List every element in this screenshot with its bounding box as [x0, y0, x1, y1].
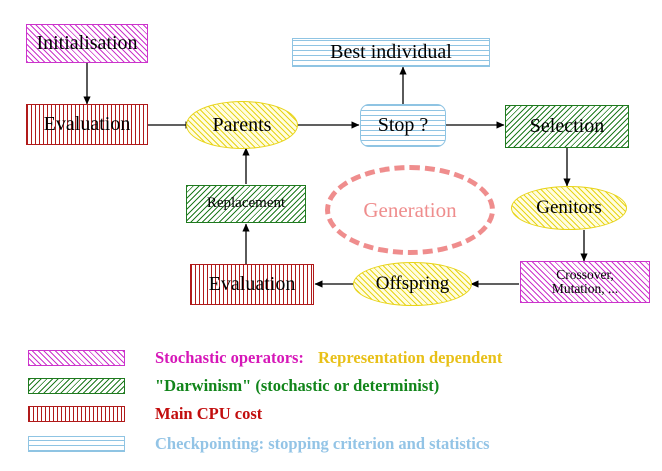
legend-label-representation-dependent: Representation dependent — [317, 348, 503, 367]
node-crossover-label-line2: Mutation, ... — [551, 281, 619, 296]
node-offspring-label: Offspring — [375, 273, 450, 295]
node-crossover-mutation[interactable]: Crossover, Mutation, ... — [520, 261, 650, 303]
node-evaluation-bottom[interactable]: Evaluation — [190, 264, 314, 305]
legend-label-checkpointing: Checkpointing: stopping criterion and st… — [155, 434, 490, 453]
legend-label-darwinism: "Darwinism" (stochastic or determinist) — [155, 376, 440, 395]
node-evaluation-top-label: Evaluation — [43, 113, 131, 135]
node-stop[interactable]: Stop ? — [360, 104, 446, 147]
legend-label-main-cpu-cost: Main CPU cost — [155, 404, 263, 423]
node-parents-label: Parents — [212, 113, 272, 136]
legend-row-stochastic-operators: Stochastic operators: Representation dep… — [28, 348, 502, 368]
node-evaluation-bottom-label: Evaluation — [208, 273, 296, 295]
legend-row-main-cpu-cost: Main CPU cost — [28, 404, 262, 424]
node-initialisation[interactable]: Initialisation — [26, 24, 148, 63]
legend-swatch-red-vertical — [28, 406, 125, 422]
node-genitors-label: Genitors — [536, 197, 602, 219]
legend-row-darwinism: "Darwinism" (stochastic or determinist) — [28, 376, 439, 396]
legend: Stochastic operators: Representation dep… — [0, 338, 662, 458]
node-offspring[interactable]: Offspring — [353, 262, 472, 306]
annotation-generation: Generation — [325, 165, 495, 255]
node-best-individual[interactable]: Best individual — [292, 38, 490, 67]
node-selection-label: Selection — [529, 115, 605, 137]
legend-swatch-magenta-hatch — [28, 350, 125, 366]
node-genitors[interactable]: Genitors — [511, 186, 627, 230]
node-parents[interactable]: Parents — [186, 101, 298, 149]
legend-swatch-green-hatch — [28, 378, 125, 394]
node-best-individual-label: Best individual — [330, 41, 452, 63]
node-selection[interactable]: Selection — [505, 105, 629, 148]
node-stop-label: Stop ? — [377, 114, 429, 136]
node-replacement-label: Replacement — [206, 195, 286, 212]
legend-swatch-blue-horizontal — [28, 436, 125, 452]
node-evaluation-top[interactable]: Evaluation — [26, 104, 148, 145]
node-initialisation-label: Initialisation — [36, 32, 138, 54]
annotation-generation-label: Generation — [363, 197, 457, 222]
legend-label-stochastic-operators: Stochastic operators: — [155, 348, 304, 367]
node-crossover-label-line1: Crossover, — [556, 266, 614, 282]
legend-row-checkpointing: Checkpointing: stopping criterion and st… — [28, 434, 490, 454]
node-replacement[interactable]: Replacement — [186, 185, 306, 223]
